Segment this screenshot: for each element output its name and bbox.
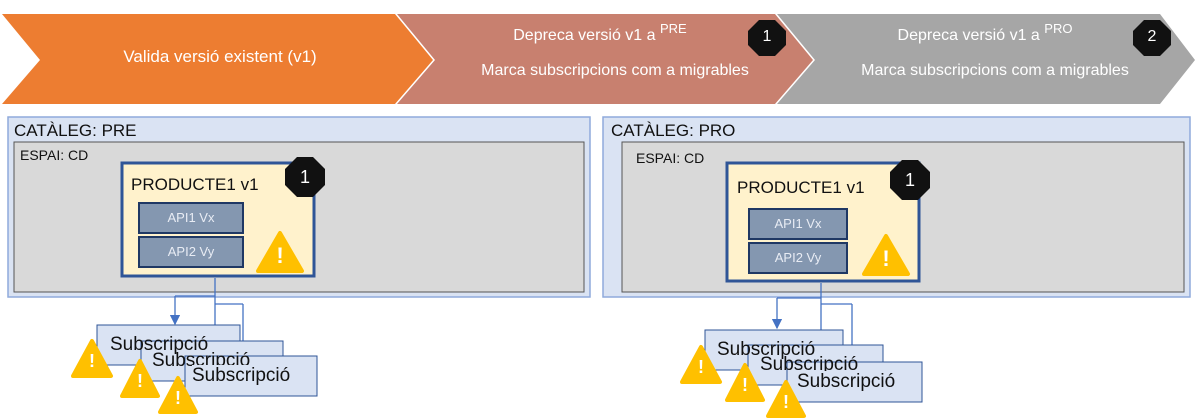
product-pre-warning-mark: ! xyxy=(276,243,284,268)
subscription-pro-3-warning-mark: ! xyxy=(783,392,789,412)
product-pro-badge-number: 1 xyxy=(904,170,915,190)
subscription-pre-1-warning-icon xyxy=(71,339,113,378)
product-pro-title: PRODUCTE1 v1 xyxy=(737,178,865,197)
subscription-pre-3-label: Subscripció xyxy=(192,365,291,387)
step-1-label: Valida versió existent (v1) xyxy=(123,47,317,66)
product-pre-warning-icon xyxy=(256,231,304,273)
catalog-pro-name: PRO xyxy=(698,121,736,140)
api1-pre-label: API1 Vx xyxy=(167,210,215,225)
subscription-pro-1-warning-mark: ! xyxy=(698,357,704,377)
catalog-pro-title: CATÀLEG: PRO xyxy=(611,121,735,141)
product-pro-warning-mark: ! xyxy=(882,246,890,271)
product-pre-title: PRODUCTE1 v1 xyxy=(131,175,259,194)
subscription-pre-2-warning-mark: ! xyxy=(137,371,143,391)
step-chevron-1 xyxy=(2,14,433,104)
subscription-pre-3-warning-mark: ! xyxy=(175,388,181,408)
step-2-line1: Depreca versió v1 a PRE xyxy=(440,21,760,45)
space-pro-name: CD xyxy=(683,150,705,166)
step-3-badge-number: 2 xyxy=(1147,28,1157,45)
space-pro-title: ESPAI: CD xyxy=(636,150,704,166)
api1-pre-box xyxy=(138,202,244,234)
subscription-pre-2-warning-icon xyxy=(120,359,160,398)
step-chevron-3 xyxy=(777,14,1195,104)
catalog-pre-prefix: CATÀLEG: xyxy=(14,121,97,140)
product-pre-badge-icon xyxy=(285,157,325,197)
api2-pro-label: API2 Vy xyxy=(774,250,822,265)
step-chevron-2 xyxy=(397,14,813,104)
step-2-line1-text: Depreca versió v1 a xyxy=(513,27,656,44)
step-badge-2-icon xyxy=(1133,20,1171,56)
api2-pre-box xyxy=(138,236,244,268)
step-3-line1: Depreca versió v1 a PRO xyxy=(820,21,1150,45)
step-3-line1-text: Depreca versió v1 a xyxy=(897,27,1040,44)
space-pre-title: ESPAI: CD xyxy=(20,147,88,163)
subscription-pro-1-label: Subscripció xyxy=(717,339,816,360)
api1-pro-label: API1 Vx xyxy=(774,216,822,231)
subscription-pro-2-warning-icon xyxy=(725,363,765,402)
product-pro-warning-icon xyxy=(862,234,910,276)
subscription-pre-1-label: Subscripció xyxy=(110,334,209,355)
step-2-badge-number: 1 xyxy=(762,28,772,45)
api1-pro-box xyxy=(748,208,848,240)
subscription-pro-2-warning-mark: ! xyxy=(742,375,748,395)
product-pro-badge-icon xyxy=(890,160,930,200)
subscription-pro-1-warning-icon xyxy=(680,345,722,384)
space-pre-prefix: ESPAI: xyxy=(20,147,65,163)
catalog-pro-prefix: CATÀLEG: xyxy=(611,121,694,140)
product-pre-badge-number: 1 xyxy=(299,167,310,187)
step-3-env: PRO xyxy=(1044,21,1073,36)
space-pre-name: CD xyxy=(67,147,89,163)
subscription-pro-2-label: Subscripció xyxy=(760,354,859,375)
subscription-pro-3-label: Subscripció xyxy=(797,371,896,393)
step-badge-1-icon xyxy=(748,20,786,56)
subscription-pre-1-warning-mark: ! xyxy=(89,351,95,371)
step-2-line2: Marca subscripcions com a migrables xyxy=(481,62,749,79)
api2-pro-box xyxy=(748,242,848,274)
step-2-env: PRE xyxy=(660,21,687,36)
catalog-pre-title: CATÀLEG: PRE xyxy=(14,121,137,141)
step-3-line2: Marca subscripcions com a migrables xyxy=(861,62,1129,79)
space-pro-prefix: ESPAI: xyxy=(636,150,681,166)
subscription-pre-3-warning-icon xyxy=(158,376,198,414)
catalog-pre-name: PRE xyxy=(101,121,137,140)
api2-pre-label: API2 Vy xyxy=(167,244,215,259)
subscription-pro-3-warning-icon xyxy=(766,380,806,418)
